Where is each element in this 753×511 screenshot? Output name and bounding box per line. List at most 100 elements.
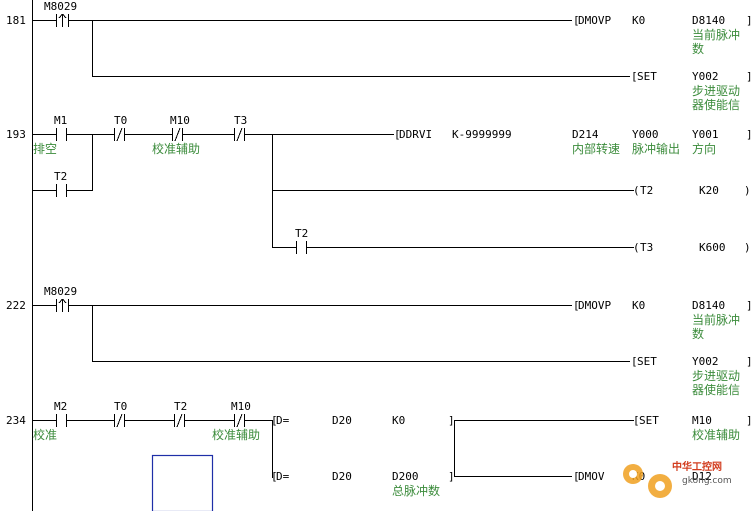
instruction-arg: K0 bbox=[632, 299, 645, 312]
rung-234[interactable]: 234 M2 校准 T0 T2 M10 bbox=[6, 400, 753, 498]
watermark-url: gkong.com bbox=[682, 476, 732, 486]
contact-label: M8029 bbox=[44, 0, 77, 13]
timer-coil[interactable]: ( T2 K20 ) bbox=[633, 184, 751, 197]
instruction-name: DDRVI bbox=[399, 128, 432, 141]
contact-label: T3 bbox=[234, 114, 247, 127]
instruction-arg: Y002 bbox=[692, 70, 719, 83]
device-comment: 步进驱动 bbox=[692, 369, 740, 383]
instruction-bracket: ] bbox=[746, 299, 753, 312]
instruction-name: DMOVP bbox=[578, 14, 611, 27]
contact-label: T0 bbox=[114, 400, 127, 413]
instruction-bracket: [ bbox=[633, 414, 640, 427]
instruction-arg: D20 bbox=[332, 470, 352, 483]
device-comment: 当前脉冲 bbox=[692, 27, 740, 42]
normally-open-contact-icon[interactable] bbox=[56, 184, 67, 197]
normally-open-contact-icon[interactable] bbox=[296, 241, 307, 254]
normally-closed-contact-icon[interactable] bbox=[174, 413, 185, 428]
device-comment: 总脉冲数 bbox=[392, 483, 440, 498]
device-comment: 脉冲输出 bbox=[632, 141, 680, 156]
step-number: 193 bbox=[6, 128, 26, 141]
instruction-name: SET bbox=[637, 70, 657, 83]
compare-instruction[interactable]: [ D= D20 D200 ] 总脉冲数 bbox=[271, 470, 455, 498]
instruction-bracket: ] bbox=[746, 14, 753, 27]
step-number: 181 bbox=[6, 14, 26, 27]
output-instruction[interactable]: [ DDRVI K-9999999 D214 Y000 Y001 ] 内部转速 … bbox=[394, 128, 753, 156]
output-instruction[interactable]: [ SET M10 ] 校准辅助 bbox=[633, 414, 753, 442]
instruction-bracket: [ bbox=[631, 70, 638, 83]
instruction-bracket: [ bbox=[271, 470, 278, 483]
coil-paren: ( bbox=[633, 241, 640, 254]
rising-edge-contact-icon[interactable] bbox=[56, 13, 69, 27]
rung-181[interactable]: 181 M8029 [ DMOVP K0 D8140 ] 当前脉冲 数 [ SE… bbox=[6, 0, 753, 112]
rung-222[interactable]: 222 M8029 [ DMOVP K0 D8140 ] 当前脉冲 数 [ SE… bbox=[6, 285, 753, 397]
instruction-bracket: [ bbox=[573, 470, 580, 483]
instruction-name: D= bbox=[276, 414, 290, 427]
instruction-bracket: ] bbox=[448, 414, 455, 427]
coil-paren: ( bbox=[633, 184, 640, 197]
instruction-arg: D214 bbox=[572, 128, 599, 141]
contact-label: T2 bbox=[174, 400, 187, 413]
instruction-bracket: ] bbox=[746, 414, 753, 427]
contact-label: M1 bbox=[54, 114, 67, 127]
normally-open-contact-icon[interactable] bbox=[56, 128, 67, 141]
output-instruction[interactable]: [ DMOVP K0 D8140 ] 当前脉冲 数 bbox=[573, 299, 753, 341]
instruction-arg: D20 bbox=[332, 414, 352, 427]
contact-label: M10 bbox=[170, 114, 190, 127]
instruction-arg: M10 bbox=[692, 414, 712, 427]
edit-cursor[interactable] bbox=[151, 454, 214, 511]
watermark-brand: 中华工控网 bbox=[672, 460, 722, 473]
instruction-bracket: [ bbox=[271, 414, 278, 427]
instruction-bracket: ] bbox=[746, 355, 753, 368]
instruction-name: T3 bbox=[640, 241, 653, 254]
step-number: 234 bbox=[6, 414, 26, 427]
output-instruction[interactable]: [ SET Y002 ] 步进驱动 器使能信 bbox=[631, 70, 753, 112]
device-comment: 器使能信 bbox=[692, 382, 740, 397]
instruction-name: SET bbox=[637, 355, 657, 368]
output-instruction[interactable]: [ DMOVP K0 D8140 ] 当前脉冲 数 bbox=[573, 14, 753, 56]
timer-coil[interactable]: ( T3 K600 ) bbox=[633, 241, 751, 254]
normally-closed-contact-icon[interactable] bbox=[234, 127, 245, 142]
device-comment: 校准辅助 bbox=[152, 141, 200, 156]
normally-closed-contact-icon[interactable] bbox=[172, 127, 183, 142]
output-instruction[interactable]: [ SET Y002 ] 步进驱动 器使能信 bbox=[631, 355, 753, 397]
instruction-name: D= bbox=[276, 470, 290, 483]
instruction-bracket: ] bbox=[746, 128, 753, 141]
contact-label: T2 bbox=[295, 227, 308, 240]
instruction-bracket: ] bbox=[746, 70, 753, 83]
instruction-arg: D200 bbox=[392, 470, 419, 483]
instruction-arg: K0 bbox=[392, 414, 405, 427]
normally-open-contact-icon[interactable] bbox=[56, 414, 67, 427]
normally-closed-contact-icon[interactable] bbox=[114, 413, 125, 428]
normally-closed-contact-icon[interactable] bbox=[114, 127, 125, 142]
instruction-bracket: [ bbox=[573, 299, 580, 312]
device-comment: 当前脉冲 bbox=[692, 312, 740, 327]
contact-label: M8029 bbox=[44, 285, 77, 298]
device-comment: 步进驱动 bbox=[692, 84, 740, 98]
device-comment: 校准 bbox=[33, 427, 57, 442]
gear-icon bbox=[623, 464, 672, 498]
instruction-arg: K20 bbox=[699, 184, 719, 197]
device-comment: 器使能信 bbox=[692, 97, 740, 112]
instruction-bracket: ] bbox=[448, 470, 455, 483]
normally-closed-contact-icon[interactable] bbox=[234, 413, 245, 428]
contact-label: M10 bbox=[231, 400, 251, 413]
instruction-name: DMOVP bbox=[578, 299, 611, 312]
rung-193[interactable]: 193 M1 排空 T0 M10 校准辅助 bbox=[6, 114, 753, 254]
step-number: 222 bbox=[6, 299, 26, 312]
instruction-arg: D8140 bbox=[692, 14, 725, 27]
instruction-arg: K0 bbox=[632, 14, 645, 27]
instruction-bracket: [ bbox=[631, 355, 638, 368]
device-comment: 排空 bbox=[33, 142, 57, 156]
instruction-bracket: [ bbox=[394, 128, 401, 141]
contact-label: T0 bbox=[114, 114, 127, 127]
instruction-name: DMOV bbox=[578, 470, 605, 483]
device-comment: 方向 bbox=[692, 141, 716, 156]
contact-label: M2 bbox=[54, 400, 67, 413]
instruction-name: SET bbox=[639, 414, 659, 427]
instruction-arg: Y000 bbox=[632, 128, 659, 141]
instruction-bracket: [ bbox=[573, 14, 580, 27]
compare-instruction[interactable]: [ D= D20 K0 ] bbox=[271, 414, 455, 427]
instruction-arg: K-9999999 bbox=[452, 128, 512, 141]
rising-edge-contact-icon[interactable] bbox=[56, 298, 69, 312]
